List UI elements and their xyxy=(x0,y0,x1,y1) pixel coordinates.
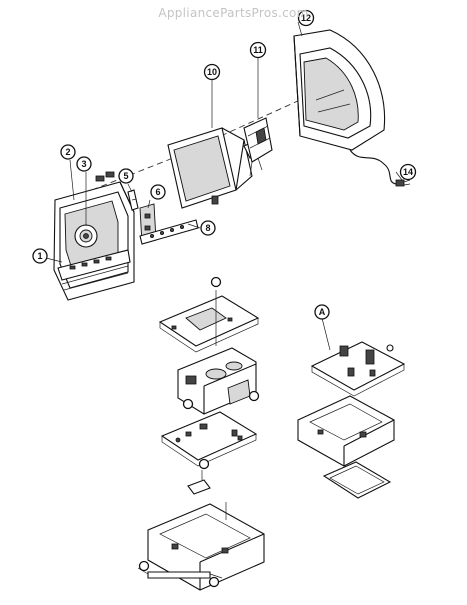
marker-top-board xyxy=(210,276,222,288)
callout-3-label: 3 xyxy=(81,159,86,169)
speaker xyxy=(74,224,98,248)
marker-rail-right xyxy=(208,576,220,588)
watermark: AppliancePartsPros.com xyxy=(158,6,309,20)
callout-10: 10 xyxy=(203,63,221,81)
callout-8-label: 8 xyxy=(205,223,210,233)
marker-main-board xyxy=(182,398,194,410)
callout-6-label: 6 xyxy=(155,187,160,197)
back-cabinet xyxy=(293,29,386,151)
bottom-plate xyxy=(322,461,392,499)
top-circuit-board xyxy=(158,290,260,353)
small-bracket xyxy=(127,189,139,211)
callout-3: 3 xyxy=(76,156,92,172)
right-circuit-board xyxy=(310,341,406,397)
callout-11-label: 11 xyxy=(253,45,263,55)
callout-6: 6 xyxy=(150,184,166,200)
reference-markers xyxy=(138,276,260,588)
small-module xyxy=(187,470,211,495)
callout-8: 8 xyxy=(200,220,216,236)
callout-1: 1 xyxy=(32,248,48,264)
bottom-chassis xyxy=(147,502,265,591)
power-cord xyxy=(349,149,411,187)
marker-rail-left xyxy=(138,560,150,572)
callout-5-label: 5 xyxy=(123,171,128,181)
button-strip xyxy=(139,219,199,245)
callout-2-label: 2 xyxy=(65,147,70,157)
callout-12-label: 12 xyxy=(301,13,311,23)
right-chassis-tray xyxy=(297,395,395,467)
callout-A: A xyxy=(314,304,330,320)
callout-12: 12 xyxy=(297,9,315,27)
callout-1-label: 1 xyxy=(37,251,42,261)
cabinet-clips xyxy=(95,171,115,182)
callout-2: 2 xyxy=(60,144,76,160)
leader-lines xyxy=(45,21,403,351)
callout-10-label: 10 xyxy=(207,67,217,77)
callout-14: 14 xyxy=(399,163,417,181)
callout-A-label: A xyxy=(319,307,326,317)
main-circuit-board xyxy=(160,411,258,467)
callout-14-label: 14 xyxy=(403,167,413,177)
marker-mechanism xyxy=(248,390,260,402)
callout-11: 11 xyxy=(249,41,267,59)
callout-5: 5 xyxy=(118,168,134,184)
deflection-yoke xyxy=(243,117,273,177)
marker-module xyxy=(198,458,210,470)
tape-mechanism xyxy=(177,347,257,415)
